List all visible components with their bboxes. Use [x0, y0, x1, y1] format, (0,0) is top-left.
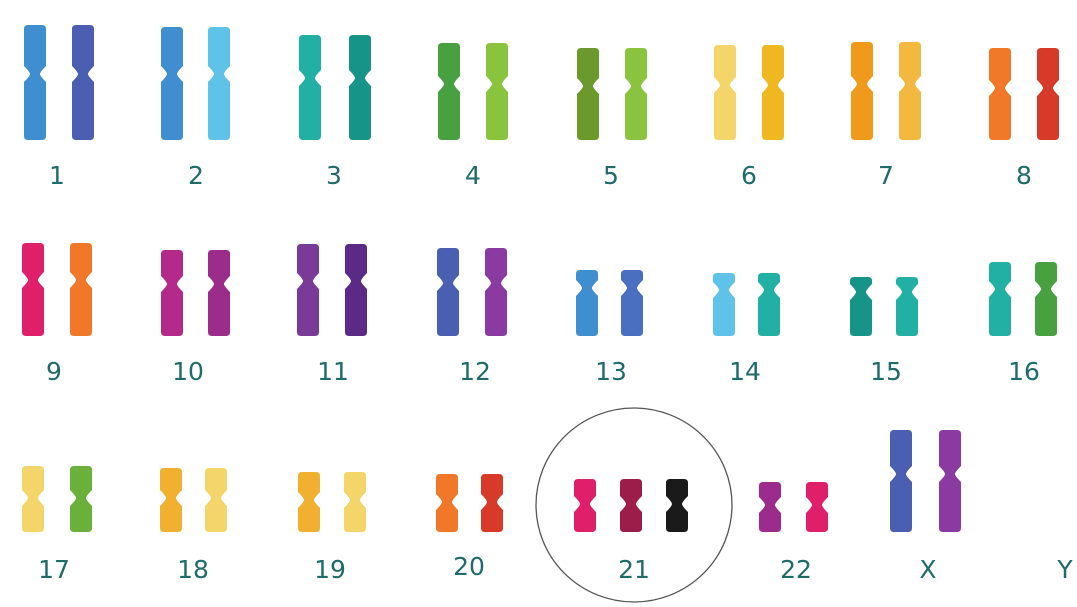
- chromosome-pair-11: [297, 244, 367, 336]
- chromosome-pair-2: [161, 27, 230, 140]
- chromosome-label-17: 17: [38, 555, 70, 584]
- chromosome-22-copy-2[interactable]: [806, 482, 828, 532]
- chromosome-2-copy-1[interactable]: [161, 27, 183, 140]
- chromosome-13-copy-1[interactable]: [576, 270, 598, 336]
- chromosome-4-copy-2[interactable]: [486, 43, 508, 140]
- chromosome-label-5: 5: [603, 161, 619, 190]
- chromosome-label-18: 18: [177, 555, 209, 584]
- chromosome-pair-20: [436, 474, 503, 532]
- chromosome-pair-18: [160, 468, 227, 532]
- chromosome-label-9: 9: [46, 357, 62, 386]
- chromosome-pair-x: [890, 430, 961, 532]
- chromosome-label-19: 19: [314, 555, 346, 584]
- chromosome-pair-12: [437, 248, 507, 336]
- chromosome-2-copy-2[interactable]: [208, 27, 230, 140]
- chromosome-label-7: 7: [878, 161, 894, 190]
- chromosome-label-x: X: [919, 555, 936, 584]
- chromosome-13-copy-2[interactable]: [621, 270, 643, 336]
- chromosome-19-copy-2[interactable]: [344, 472, 366, 532]
- chromosome-18-copy-1[interactable]: [160, 468, 182, 532]
- chromosome-12-copy-1[interactable]: [437, 248, 459, 336]
- chromosome-20-copy-2[interactable]: [481, 474, 503, 532]
- chromosome-8-copy-1[interactable]: [989, 48, 1011, 140]
- chromosome-label-8: 8: [1016, 161, 1032, 190]
- chromosome-1-copy-1[interactable]: [24, 25, 46, 140]
- chromosome-label-15: 15: [870, 357, 902, 386]
- chromosome-21-copy-1[interactable]: [574, 479, 596, 532]
- chromosome-10-copy-1[interactable]: [161, 250, 183, 336]
- chromosome-8-copy-2[interactable]: [1037, 48, 1059, 140]
- chromosome-pair-17: [22, 466, 92, 532]
- chromosome-layer: [22, 25, 1059, 602]
- chromosome-9-copy-1[interactable]: [22, 243, 44, 336]
- chromosome-pair-4: [438, 43, 508, 140]
- chromosome-pair-19: [298, 472, 366, 532]
- chromosome-3-copy-1[interactable]: [299, 35, 321, 140]
- chromosome-7-copy-1[interactable]: [851, 42, 873, 140]
- chromosome-label-4: 4: [465, 161, 481, 190]
- chromosome-12-copy-2[interactable]: [485, 248, 507, 336]
- chromosome-pair-3: [299, 35, 371, 140]
- chromosome-5-copy-1[interactable]: [577, 48, 599, 140]
- chromosome-20-copy-1[interactable]: [436, 474, 458, 532]
- chromosome-14-copy-1[interactable]: [713, 273, 735, 336]
- chromosome-pair-5: [577, 48, 647, 140]
- chromosome-6-copy-1[interactable]: [714, 45, 736, 140]
- chromosome-7-copy-2[interactable]: [899, 42, 921, 140]
- chromosome-16-copy-2[interactable]: [1035, 262, 1057, 336]
- chromosome-label-20: 20: [453, 552, 485, 581]
- chromosome-label-13: 13: [595, 357, 627, 386]
- chromosome-label-3: 3: [326, 161, 342, 190]
- chromosome-6-copy-2[interactable]: [762, 45, 784, 140]
- chromosome-label-1: 1: [49, 161, 65, 190]
- chromosome-pair-9: [22, 243, 92, 336]
- chromosome-label-22: 22: [780, 555, 812, 584]
- chromosome-pair-8: [989, 48, 1059, 140]
- chromosome-label-14: 14: [729, 357, 761, 386]
- chromosome-x-copy-2[interactable]: [939, 430, 961, 532]
- chromosome-label-2: 2: [188, 161, 204, 190]
- chromosome-17-copy-1[interactable]: [22, 466, 44, 532]
- chromosome-15-copy-2[interactable]: [896, 277, 918, 336]
- chromosome-21-copy-2[interactable]: [620, 479, 642, 532]
- chromosome-21-copy-3[interactable]: [666, 479, 688, 532]
- chromosome-pair-10: [161, 250, 230, 336]
- chromosome-16-copy-1[interactable]: [989, 262, 1011, 336]
- chromosome-14-copy-2[interactable]: [758, 273, 780, 336]
- chromosome-pair-22: [759, 482, 828, 532]
- chromosome-label-y: Y: [1056, 555, 1073, 584]
- chromosome-pair-13: [576, 270, 643, 336]
- chromosome-22-copy-1[interactable]: [759, 482, 781, 532]
- chromosome-label-12: 12: [459, 357, 491, 386]
- chromosome-17-copy-2[interactable]: [70, 466, 92, 532]
- chromosome-5-copy-2[interactable]: [625, 48, 647, 140]
- chromosome-pair-14: [713, 273, 780, 336]
- chromosome-label-11: 11: [317, 357, 349, 386]
- chromosome-18-copy-2[interactable]: [205, 468, 227, 532]
- chromosome-11-copy-1[interactable]: [297, 244, 319, 336]
- chromosome-pair-6: [714, 45, 784, 140]
- chromosome-pair-16: [989, 262, 1057, 336]
- chromosome-10-copy-2[interactable]: [208, 250, 230, 336]
- chromosome-11-copy-2[interactable]: [345, 244, 367, 336]
- chromosome-4-copy-1[interactable]: [438, 43, 460, 140]
- chromosome-pair-15: [850, 277, 918, 336]
- chromosome-label-21: 21: [618, 555, 650, 584]
- chromosome-x-copy-1[interactable]: [890, 430, 912, 532]
- chromosome-label-10: 10: [172, 357, 204, 386]
- chromosome-pair-7: [851, 42, 921, 140]
- chromosome-1-copy-2[interactable]: [72, 25, 94, 140]
- chromosome-19-copy-1[interactable]: [298, 472, 320, 532]
- chromosome-pair-1: [24, 25, 94, 140]
- chromosome-3-copy-2[interactable]: [349, 35, 371, 140]
- chromosome-15-copy-1[interactable]: [850, 277, 872, 336]
- chromosome-label-16: 16: [1008, 357, 1040, 386]
- chromosome-9-copy-2[interactable]: [70, 243, 92, 336]
- chromosome-label-6: 6: [741, 161, 757, 190]
